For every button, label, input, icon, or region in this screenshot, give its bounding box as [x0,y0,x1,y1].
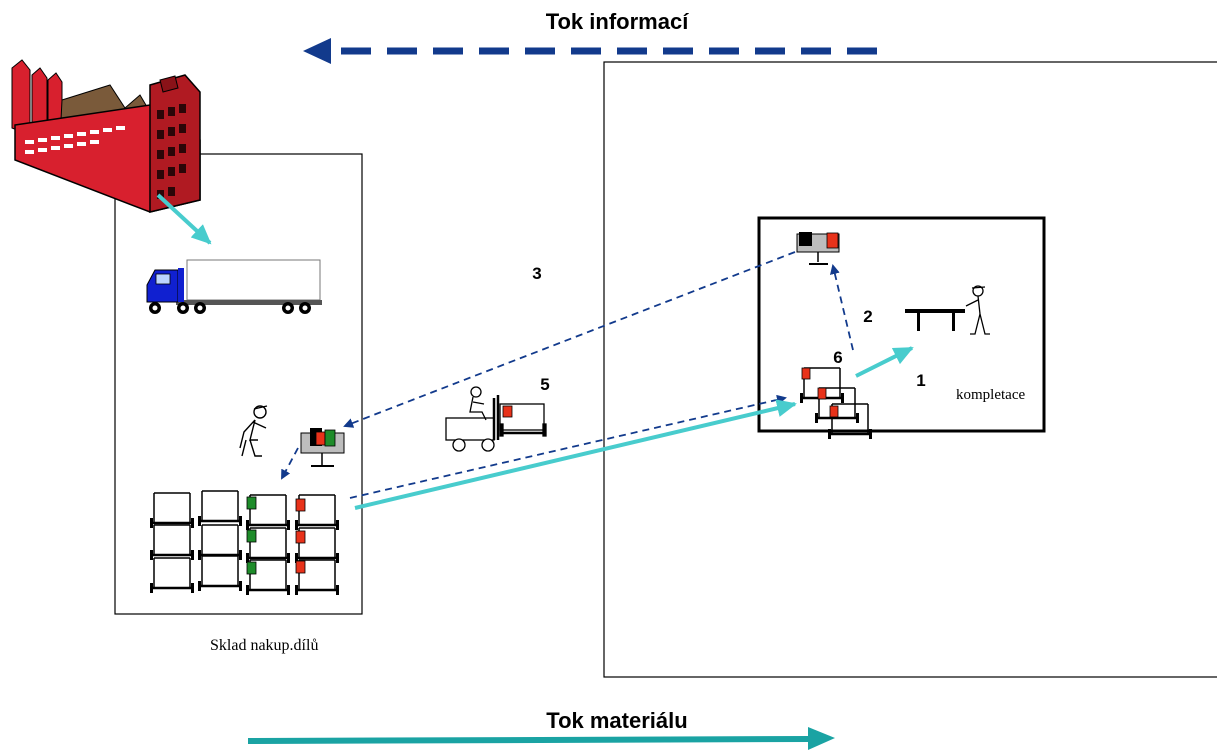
kanban-post-icon [300,428,345,467]
warehouse-frame [114,153,363,615]
arrow-racks-to-assembly [349,394,787,499]
step-3-label: 3 [532,264,541,283]
step-2-label: 2 [863,307,872,326]
worker-icon [239,405,268,457]
worker-icon-assembly [965,285,990,335]
step-5-label: 5 [540,375,549,394]
kanban-card-red [829,405,839,418]
arrow-step-2 [829,264,854,351]
material-arrow-step-1 [855,346,914,378]
material-flow-arrow [247,727,835,750]
kanban-card-red [801,367,811,380]
warehouse-label: Sklad nakup.dílů [210,637,318,654]
step-1-label: 1 [916,371,925,390]
info-flow-arrow [303,38,877,64]
arrow-step-3 [343,251,796,428]
info-arrows [281,251,854,499]
material-flow-title: Tok materiálu [546,708,687,733]
kanban-card-green [246,529,257,543]
factory-icon [11,59,201,213]
kanban-card-red [295,560,306,574]
kanban-card-red [295,530,306,544]
assembly-label: kompletace [956,387,1025,403]
kanban-card-green [246,496,257,510]
kanban-card-green [246,561,257,575]
table-icon [905,309,965,331]
truck-icon [146,259,322,314]
arrow-kanban-to-racks [281,447,299,480]
warehouse-racks [148,489,341,597]
step-6-label: 6 [833,348,842,367]
forklift-icon [445,386,547,452]
assembly-cell-frame [757,216,1046,433]
factory-to-truck-arrow [156,193,212,245]
assembly-racks [798,366,874,441]
kanban-card-red [817,387,827,400]
plant-frame [603,61,1217,678]
info-flow-title: Tok informací [546,9,690,34]
kanban-card-red [502,405,513,418]
material-arrow-warehouse-to-assembly [354,399,797,510]
kanban-post-icon-assembly [796,232,840,265]
kanban-card-red [295,498,306,512]
